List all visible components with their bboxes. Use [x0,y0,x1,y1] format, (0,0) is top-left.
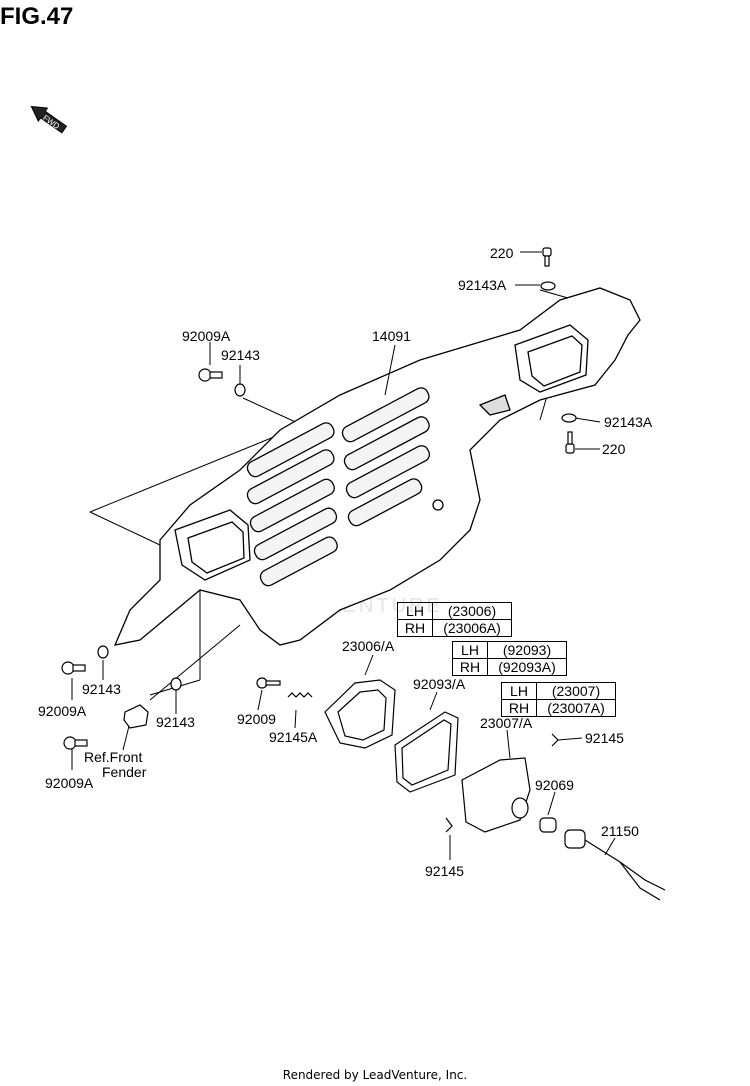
callout-labels: 220 92143A 14091 92009A 92143 92143A 220… [38,245,653,879]
table-cell-side: RH [452,658,488,676]
hardware-parts [61,247,666,901]
washer-92143A-top [540,281,556,291]
table-row: RH (23007A) [501,699,616,717]
table-cell-side: RH [397,619,433,637]
bulb-92069 [539,817,557,833]
table-cell-code: (23007) [536,682,616,700]
table-row: LH (92093) [452,641,567,659]
washer-92143-left [97,645,109,659]
callout-92143-left: 92143 [82,681,121,697]
callout-92143A-top: 92143A [458,277,507,293]
bolt-220-top [542,247,552,267]
table-cell-code: (23007A) [536,699,616,717]
socket-21150 [564,829,666,901]
figure-title: FIG.47 [0,3,74,30]
clip-92145-bottom [445,817,453,833]
table-cell-code: (92093A) [487,658,567,676]
table-cell-side: LH [397,602,433,620]
bolt-92009A-left [61,661,86,675]
callout-92145-bottom: 92145 [425,863,464,879]
table-cell-code: (23006) [432,602,512,620]
washer-92143-mid [170,677,182,691]
bolt-220-right [565,431,575,454]
fwd-arrow-icon: FWD [30,105,68,134]
callout-92143-mid: 92143 [156,714,195,730]
table-row: LH (23006) [397,602,512,620]
washer-92143A-right [561,413,577,423]
table-row: LH (23007) [501,682,616,700]
fender-bracket [123,704,149,729]
table-cell-code: (23006A) [432,619,512,637]
callout-220-right: 220 [602,441,626,457]
callout-92093: 92093/A [413,676,466,692]
callout-92069: 92069 [535,777,574,793]
callout-14091: 14091 [372,328,411,344]
table-23006: LH (23006) RH (23006A) [397,602,512,637]
callout-ref-front: Ref.Front [84,749,142,765]
table-cell-code: (92093) [487,641,567,659]
callout-92143-top: 92143 [221,347,260,363]
callout-92009A-left: 92009A [38,703,87,719]
callout-21150: 21150 [601,823,639,839]
table-row: RH (92093A) [452,658,567,676]
callout-23007: 23007/A [480,715,533,731]
lamp-unit-23007 [461,757,531,833]
callout-92145A: 92145A [269,729,318,745]
rim-23006 [324,679,396,749]
gasket-92093 [394,711,459,793]
clip-92145-right [551,733,559,747]
table-23007: LH (23007) RH (23007A) [501,682,616,717]
footer-credit: Rendered by LeadVenture, Inc. [282,1068,468,1082]
table-92093: LH (92093) RH (92093A) [452,641,567,676]
washer-92143-top [234,383,246,397]
callout-92145-right: 92145 [585,730,624,746]
table-row: RH (23006A) [397,619,512,637]
callout-92009: 92009 [237,711,276,727]
bolt-92009A-top [198,368,223,382]
table-cell-side: LH [452,641,488,659]
spring-92145A [287,692,313,698]
leader-lines [71,251,616,860]
callout-92009A-bottom: 92009A [45,775,94,791]
table-cell-side: RH [501,699,537,717]
headlight-cover-14091 [113,287,641,646]
table-cell-side: LH [501,682,537,700]
callout-220-top: 220 [490,245,514,261]
screw-92009 [256,677,281,689]
callout-92009A-top: 92009A [182,328,231,344]
callout-ref-fender: Fender [102,764,147,780]
bolt-92009A-bottom [63,736,88,750]
callout-23006: 23006/A [342,638,395,654]
callout-92143A-right: 92143A [604,414,653,430]
